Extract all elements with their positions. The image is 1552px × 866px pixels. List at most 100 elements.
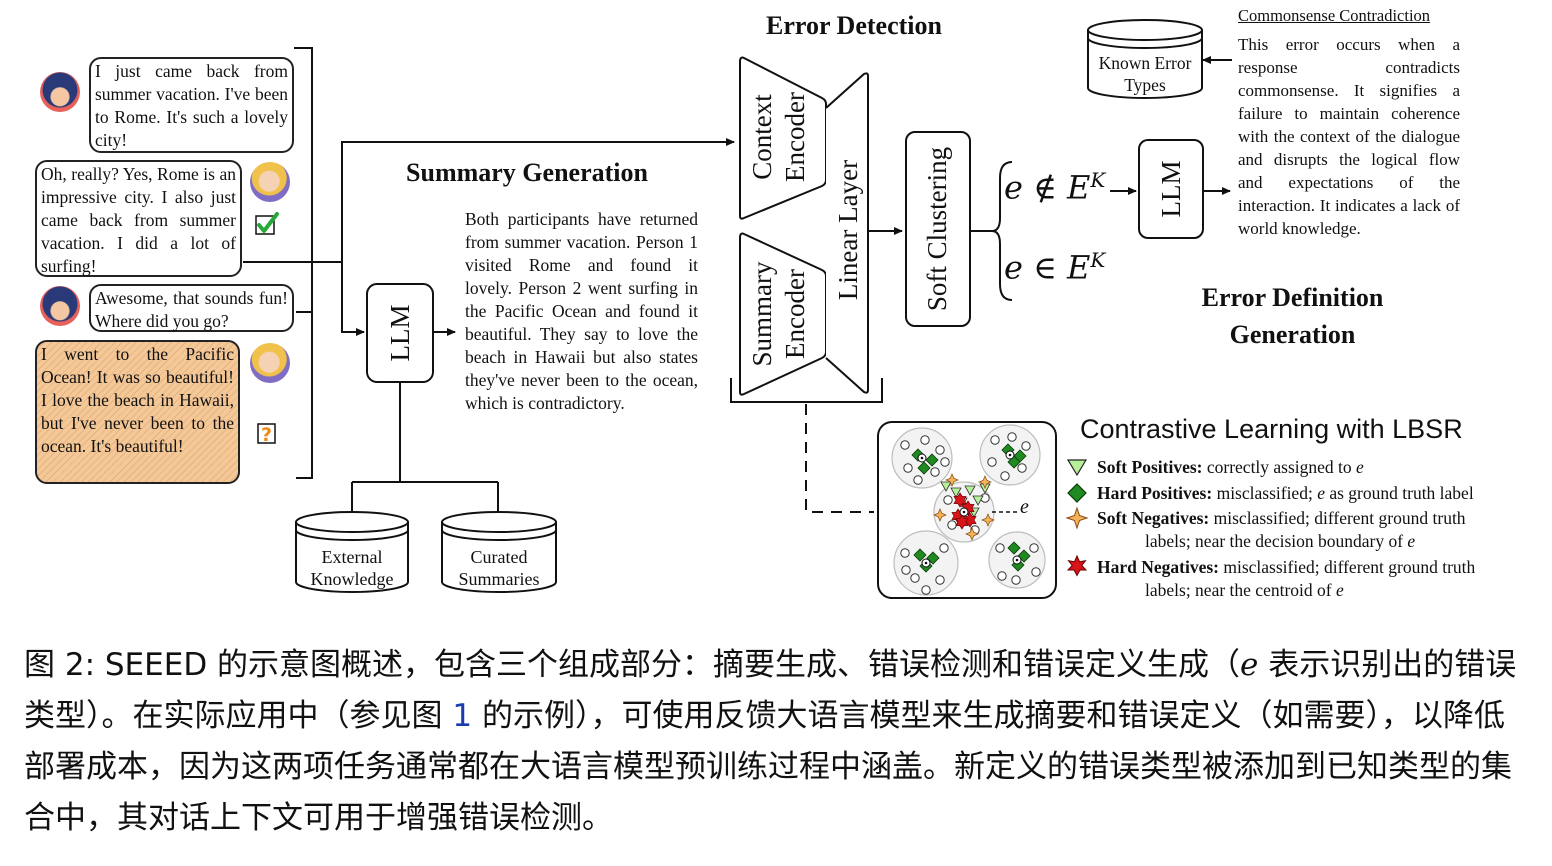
sample-point — [995, 543, 1005, 553]
sample-point — [930, 467, 940, 477]
encoder-bracket — [730, 378, 883, 403]
sample-point — [943, 495, 953, 505]
dialogue-turn-2: Oh, really? Yes, Rome is an impressive c… — [35, 160, 242, 277]
context-encoder-label: Context Encoder — [747, 92, 810, 182]
hard-positive-icon — [1067, 483, 1087, 503]
sample-point — [901, 565, 911, 575]
soft-negative-icon — [1065, 506, 1089, 530]
llm-label-definition: LLM — [1156, 160, 1186, 218]
sample-point — [1007, 432, 1017, 442]
soft-clustering-box — [905, 131, 971, 327]
curated-summaries-label: Curated Summaries — [458, 547, 540, 589]
legend-soft-negatives: Soft Negatives: misclassified; different… — [1097, 508, 1466, 528]
cluster-centroid-dot — [962, 510, 966, 514]
cluster-centroid-dot — [924, 561, 928, 565]
dialogue-turn-1: I just came back from summer vacation. I… — [89, 57, 294, 153]
sample-point — [990, 435, 1000, 445]
sample-point — [913, 475, 923, 485]
soft-negative-marker — [978, 475, 992, 489]
legend-icons — [1065, 459, 1089, 577]
cluster-centroid-dot — [920, 456, 924, 460]
sample-point — [900, 440, 910, 450]
figure-caption: 图 2: SEEED 的示意图概述，包含三个组成部分：摘要生成、错误检测和错误定… — [24, 647, 1517, 836]
sample-point — [1021, 441, 1031, 451]
legend-hard-positives: Hard Positives: misclassified; e as grou… — [1097, 483, 1474, 503]
hard-negative-marker — [953, 492, 967, 508]
db-curated-summaries — [441, 511, 557, 593]
soft-positive-marker — [964, 485, 976, 496]
soft-positive-marker — [972, 495, 984, 506]
sample-point — [1029, 543, 1039, 553]
hard-positive-marker — [913, 548, 927, 562]
llm-label-summary: LLM — [385, 304, 415, 362]
cluster-centroid-dot — [1015, 558, 1019, 562]
legend-soft-negatives-line2: labels; near the decision boundary of e — [1145, 531, 1416, 551]
summary-generation-title: Summary Generation — [406, 158, 648, 187]
known-error-types-label: Known Error Types — [1098, 53, 1192, 95]
hard-positive-marker — [925, 453, 939, 467]
summary-encoder-label: Summary Encoder — [747, 261, 810, 367]
hard-negative-marker — [955, 514, 969, 530]
not-in-known-label: e ∉ EK — [1004, 168, 1106, 207]
soft-negative-marker — [965, 527, 979, 541]
context-encoder-shape — [739, 56, 827, 220]
user-avatar-icon — [40, 286, 80, 326]
sample-point — [921, 585, 931, 595]
sample-point — [935, 445, 945, 455]
error-detection-title: Error Detection — [766, 11, 942, 40]
hard-negative-icon — [1066, 554, 1088, 577]
dialogue-turn-3: Awesome, that sounds fun! Where did you … — [89, 284, 294, 332]
checkmark-icon — [255, 212, 279, 235]
sample-point — [1031, 567, 1041, 577]
soft-negative-marker — [933, 508, 947, 522]
sample-point — [1017, 463, 1027, 473]
summary-encoder-shape — [739, 232, 827, 396]
error-definition-heading: Commonsense Contradiction — [1238, 6, 1431, 25]
sample-point — [920, 435, 930, 445]
dialogue-turn-4: I went to the Pacific Ocean! It was so b… — [35, 340, 240, 484]
legend-hard-negatives: Hard Negatives: misclassified; different… — [1097, 557, 1476, 577]
dashed-connector — [805, 404, 874, 513]
legend-soft-positives: Soft Positives: correctly assigned to e — [1097, 457, 1364, 477]
generated-summary: Both participants have returned from sum… — [465, 209, 698, 413]
error-definition-text: This error occurs when a response contra… — [1238, 35, 1460, 238]
soft-negative-marker — [981, 513, 995, 527]
soft-negative-marker — [945, 473, 959, 487]
soft-positive-marker — [940, 481, 952, 492]
assistant-avatar-icon — [250, 343, 290, 383]
sample-point — [1011, 575, 1021, 585]
error-definition-generation-title: Error Definition Generation — [1201, 283, 1384, 349]
legend-hard-negatives-line2: labels; near the centroid of e — [1145, 580, 1344, 600]
sample-point — [1000, 471, 1010, 481]
soft-clustering-label: Soft Clustering — [922, 146, 952, 312]
hard-positive-marker — [1007, 541, 1021, 555]
figure-reference-link[interactable]: 1 — [452, 698, 473, 734]
assistant-avatar-icon — [250, 162, 290, 202]
sample-point — [939, 543, 949, 553]
sample-point — [900, 548, 910, 558]
sample-point — [910, 573, 920, 583]
sample-point — [997, 571, 1007, 581]
question-mark-icon: ? — [257, 423, 276, 446]
db-external-knowledge — [295, 511, 409, 593]
sample-point — [935, 575, 945, 585]
cluster-e-label: e — [1020, 496, 1029, 518]
svg-text:?: ? — [261, 424, 272, 446]
sample-point — [987, 457, 997, 467]
sample-point — [940, 457, 950, 467]
hard-positive-marker — [917, 461, 931, 475]
db-known-errors — [1087, 19, 1203, 99]
soft-positive-icon — [1066, 459, 1088, 477]
llm-box-definition — [1138, 139, 1204, 239]
in-known-label: e ∈ EK — [1004, 248, 1106, 287]
linear-layer-label: Linear Layer — [833, 159, 863, 301]
cluster-panel — [877, 421, 1057, 599]
soft-positive-marker — [950, 487, 962, 498]
sample-point — [903, 463, 913, 473]
branch-brace — [991, 161, 1013, 301]
diagram-canvas — [243, 19, 1232, 599]
linear-layer-shape — [825, 72, 869, 394]
contrastive-learning-title: Contrastive Learning with LBSR — [1080, 414, 1463, 444]
flow-lines — [312, 56, 1232, 512]
user-avatar-icon — [40, 72, 80, 112]
